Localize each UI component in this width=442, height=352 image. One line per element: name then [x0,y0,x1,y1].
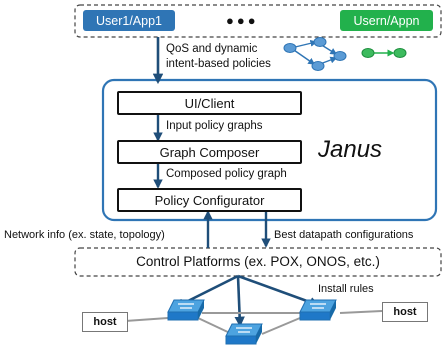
network-switch-icon [225,323,263,345]
policies-label-line1: QoS and dynamic [166,43,258,55]
input-graphs-label: Input policy graphs [166,120,263,132]
policies-label-line2: intent-based policies [166,58,271,70]
best-datapath-label: Best datapath configurations [274,229,414,241]
host-right-box: host [382,302,428,322]
network-info-label: Network info (ex. state, topology) [4,229,165,241]
network-switch-icon [299,299,337,321]
policy-configurator-box: Policy Configurator [117,188,302,212]
control-link-middle [234,275,245,328]
apps-ellipsis: ●●● [226,13,259,28]
link-switch-mr [261,317,301,335]
install-rules-label: Install rules [318,283,374,295]
host-left-box: host [82,312,128,332]
link-host-left [125,317,169,322]
graph-composer-box: Graph Composer [117,140,302,164]
link-host-right [339,310,383,314]
blue-node-graph-icon [283,37,347,71]
control-platforms-label: Control Platforms (ex. POX, ONOS, etc.) [136,254,380,269]
janus-title: Janus [318,136,383,163]
app-first-pill: User1/App1 [83,10,175,31]
link-switch-lm [197,317,233,335]
control-platforms-box [74,247,442,277]
app-last-pill: Usern/Appn [340,10,433,31]
composed-graph-label: Composed policy graph [166,168,287,180]
ui-client-box: UI/Client [117,91,302,115]
control-link-right [237,274,320,308]
apps-container [74,4,442,38]
green-two-node-icon [361,48,407,58]
network-switch-icon [167,299,205,321]
